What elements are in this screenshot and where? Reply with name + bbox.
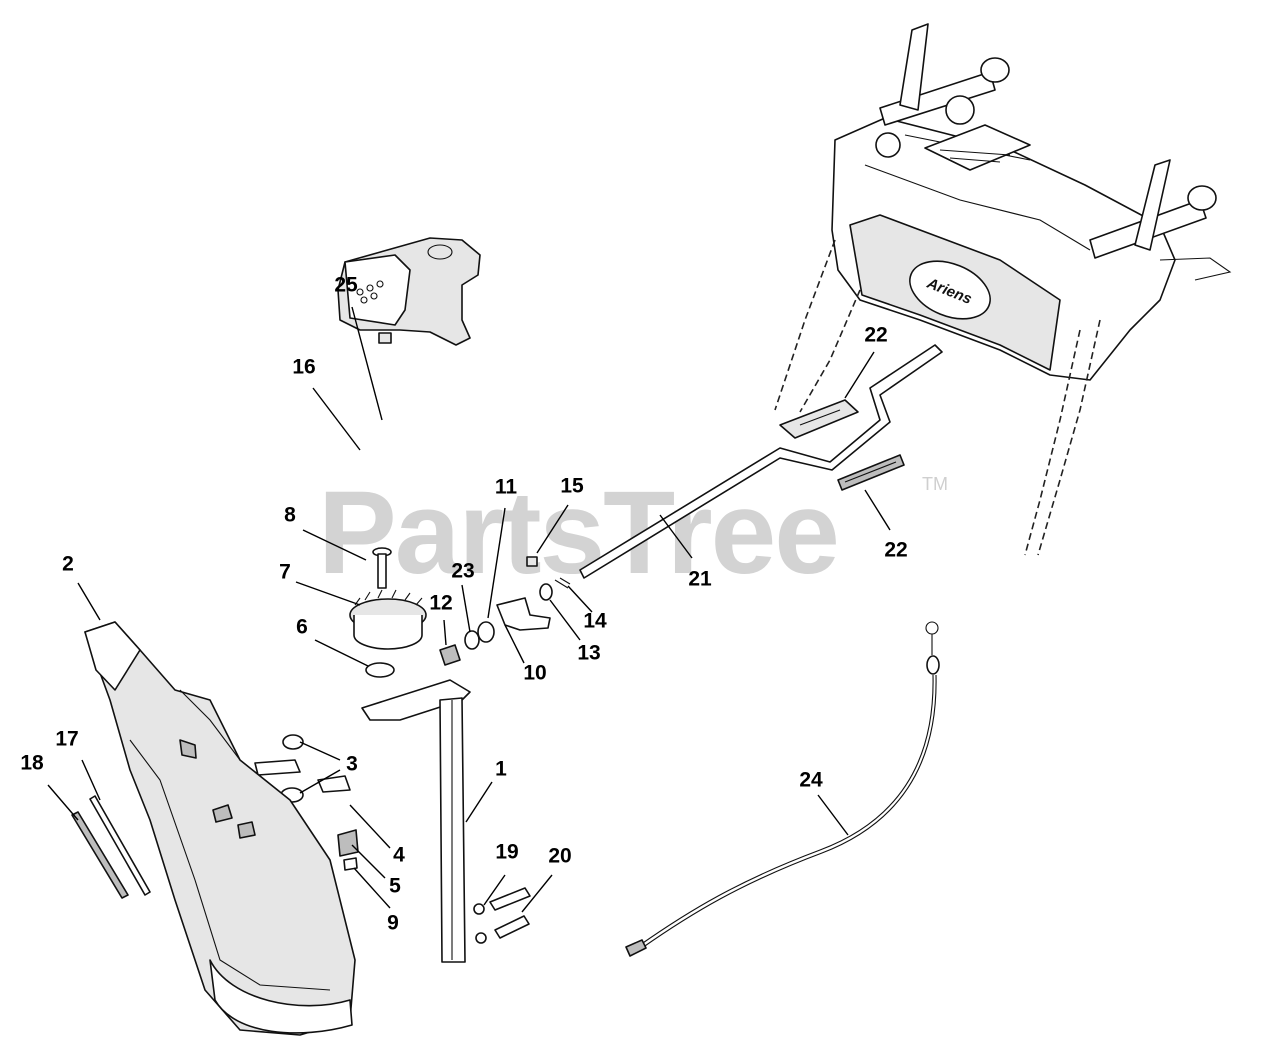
part-16-housing xyxy=(337,237,481,346)
callout-6: 6 xyxy=(296,616,308,639)
part-13-14-clip-pin xyxy=(539,577,571,601)
callout-15: 15 xyxy=(560,475,584,498)
callout-22-upper: 22 xyxy=(864,324,887,347)
part-15-screw xyxy=(526,556,538,567)
callout-19: 19 xyxy=(495,841,518,864)
callout-3: 3 xyxy=(346,753,358,776)
callout-2: 2 xyxy=(62,553,74,576)
callout-7: 7 xyxy=(279,561,291,584)
part-2-chute xyxy=(84,621,356,1036)
part-24-cable xyxy=(625,621,940,957)
callout-25: 25 xyxy=(334,274,358,297)
callout-18: 18 xyxy=(20,752,44,775)
part-8-bolt xyxy=(372,547,392,589)
callout-20: 20 xyxy=(548,845,571,868)
part-22-couplers xyxy=(779,399,905,491)
callout-23: 23 xyxy=(451,560,474,583)
part-3-4-5-9-hardware xyxy=(254,734,359,871)
callout-5: 5 xyxy=(389,875,401,898)
callout-12: 12 xyxy=(429,592,452,615)
callout-21: 21 xyxy=(688,568,712,591)
part-21-rod xyxy=(579,344,943,579)
callout-10: 10 xyxy=(523,662,546,685)
part-17-18-parts xyxy=(71,795,151,899)
callout-24: 24 xyxy=(799,769,823,792)
part-10-bracket xyxy=(496,597,551,631)
callout-22-lower: 22 xyxy=(884,539,907,562)
leader-lines xyxy=(47,306,891,913)
callout-11: 11 xyxy=(495,476,518,499)
callout-labels: 1 2 3 4 5 6 7 8 9 10 11 12 13 14 15 16 1… xyxy=(20,274,907,935)
part-6-washer xyxy=(365,662,395,678)
part-7-gear xyxy=(349,589,427,650)
part-12-pinion xyxy=(439,644,461,666)
callout-17: 17 xyxy=(55,728,78,751)
callout-4: 4 xyxy=(393,844,405,867)
watermark-text: PartsTree xyxy=(318,467,838,599)
watermark-trademark: TM xyxy=(922,474,948,494)
part-19-20-fasteners xyxy=(473,887,531,944)
part-25-screw xyxy=(378,332,392,344)
watermark: PartsTree TM xyxy=(318,467,948,599)
callout-9: 9 xyxy=(387,912,399,935)
handle-dashboard-assembly: Ariens xyxy=(774,23,1232,556)
callout-16: 16 xyxy=(292,356,315,379)
callout-1: 1 xyxy=(495,758,507,781)
callout-13: 13 xyxy=(577,642,600,665)
part-23-11-bushings xyxy=(464,621,495,650)
callout-8: 8 xyxy=(284,504,296,527)
part-1-support xyxy=(361,679,471,963)
callout-14: 14 xyxy=(583,610,607,633)
